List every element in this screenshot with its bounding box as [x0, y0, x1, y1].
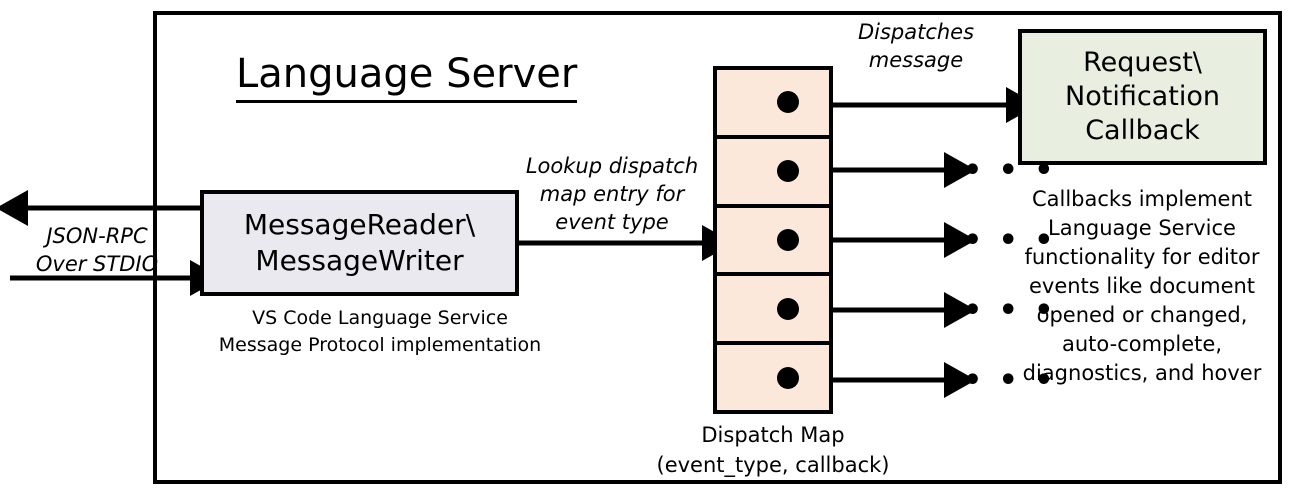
dispatch-map-row	[717, 138, 829, 208]
callback-box-line-1: Request\	[1083, 47, 1202, 78]
message-box-caption-line-2: Message Protocol implementation	[218, 334, 542, 356]
request-notification-callback-box: Request\ Notification Callback	[1018, 29, 1267, 165]
language-server-boundary	[153, 11, 1282, 484]
dispatch-map-caption-line-1: Dispatch Map	[701, 423, 845, 447]
dispatch-map-caption: Dispatch Map (event_type, callback)	[640, 420, 906, 480]
dispatch-map-table	[713, 66, 833, 414]
callback-dot-icon	[777, 228, 799, 251]
label-dispatches-message: Dispatches message	[857, 20, 975, 72]
callback-box-line-3: Callback	[1085, 115, 1200, 146]
message-box-caption-line-1: VS Code Language Service	[252, 307, 508, 329]
label-jsonrpc-over-stdio: JSON-RPC Over STDIO	[35, 224, 159, 276]
callback-dot-icon	[777, 160, 799, 183]
callback-description: Callbacks implement Language Service fun…	[1022, 187, 1262, 385]
callback-dot-icon	[777, 297, 799, 320]
ellipsis-row-4: • • •	[963, 293, 1057, 328]
message-box-line-1: MessageReader\	[243, 208, 476, 241]
message-box-caption: VS Code Language Service Message Protoco…	[200, 305, 560, 359]
ellipsis-row-5: • • •	[963, 363, 1057, 398]
dispatch-map-row	[717, 345, 829, 410]
page-title: Language Server	[236, 50, 578, 103]
label-lookup-dispatch-map-entry: Lookup dispatch map entry for event type	[525, 154, 699, 234]
dispatch-map-caption-line-2: (event_type, callback)	[656, 453, 890, 477]
callback-dot-icon	[777, 91, 799, 114]
dispatch-map-row	[717, 276, 829, 346]
ellipsis-row-2: • • •	[963, 153, 1057, 188]
callback-box-line-2: Notification	[1065, 81, 1220, 112]
dispatch-map-row	[717, 207, 829, 277]
message-box-line-2: MessageWriter	[255, 244, 464, 277]
callback-dot-icon	[777, 366, 799, 389]
message-reader-writer-box: MessageReader\ MessageWriter	[200, 190, 519, 296]
dispatch-map-row	[717, 70, 829, 139]
ellipsis-row-3: • • •	[963, 223, 1057, 258]
